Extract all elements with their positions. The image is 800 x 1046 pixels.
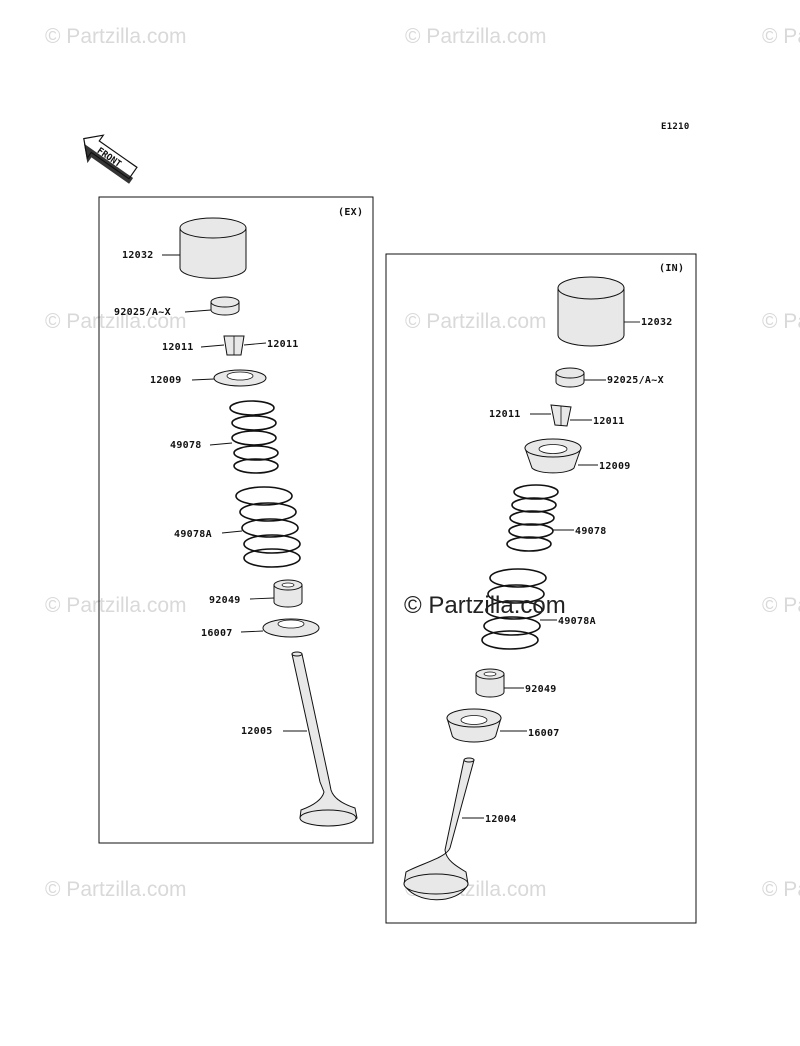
ex-label-tappet: 12032 xyxy=(122,250,154,261)
ex-inner-spring xyxy=(229,400,279,474)
watermark: © Partzilla.com xyxy=(45,878,187,901)
ex-label-inner-spring: 49078 xyxy=(170,440,202,451)
ex-shim xyxy=(210,296,240,316)
watermark: © Partzilla.com xyxy=(762,310,800,333)
ex-valve xyxy=(291,651,358,827)
center-watermark: © Partzilla.com xyxy=(404,592,566,619)
watermark: © Partzilla.com xyxy=(45,25,187,48)
ex-stem-seal xyxy=(273,579,303,608)
in-shim xyxy=(555,367,585,388)
ex-label-stem-seal: 92049 xyxy=(209,595,241,606)
in-outer-spring xyxy=(481,568,547,650)
ex-panel-frame xyxy=(98,196,374,844)
ex-label-shim: 92025/A~X xyxy=(114,307,171,318)
ex-panel: (EX) 12032 92025/A~X 12011 12011 12 xyxy=(98,196,374,844)
in-stem-seal xyxy=(475,668,505,698)
ex-retainer xyxy=(213,369,267,387)
ex-keepers xyxy=(223,335,245,356)
watermark: © Partzilla.com xyxy=(405,310,547,333)
ex-label-outer-spring: 49078A xyxy=(174,529,212,540)
ex-spring-seat xyxy=(262,618,320,638)
watermark: © Partzilla.com xyxy=(762,878,800,901)
in-panel-title: (IN) xyxy=(659,263,684,274)
ex-label-spring-seat: 16007 xyxy=(201,628,233,639)
in-label-shim: 92025/A~X xyxy=(607,375,664,386)
in-label-inner-spring: 49078 xyxy=(575,526,607,537)
ex-outer-spring xyxy=(235,486,301,568)
diagram-code: E1210 xyxy=(661,122,690,132)
ex-label-valve: 12005 xyxy=(241,726,273,737)
in-label-retainer: 12009 xyxy=(599,461,631,472)
ex-label-keeper-left: 12011 xyxy=(162,342,194,353)
in-inner-spring xyxy=(506,484,559,552)
ex-panel-title: (EX) xyxy=(338,207,363,218)
in-label-valve: 12004 xyxy=(485,814,517,825)
in-label-outer-spring: 49078A xyxy=(558,616,596,627)
in-spring-seat xyxy=(446,708,502,743)
watermark: © Partzilla.com xyxy=(762,25,800,48)
in-label-spring-seat: 16007 xyxy=(528,728,560,739)
watermark: © Partzilla.com xyxy=(405,25,547,48)
ex-label-retainer: 12009 xyxy=(150,375,182,386)
front-arrow-icon: FRONT xyxy=(83,134,138,184)
watermark: © Partzilla.com xyxy=(45,310,187,333)
in-panel-frame xyxy=(385,253,697,924)
in-tappet xyxy=(557,276,625,347)
in-label-stem-seal: 92049 xyxy=(525,684,557,695)
watermark: © Partzilla.com xyxy=(762,594,800,617)
in-label-keeper-left: 12011 xyxy=(489,409,521,420)
in-valve xyxy=(403,757,475,901)
in-keepers xyxy=(550,404,572,427)
watermark-grid: © Partzilla.com © Partzilla.com © Partzi… xyxy=(45,25,800,901)
watermark: © Partzilla.com xyxy=(45,594,187,617)
in-panel: (IN) 12032 92025/A~X 12011 12011 xyxy=(385,253,697,924)
in-label-keeper-right: 12011 xyxy=(593,416,625,427)
ex-tappet xyxy=(179,217,247,279)
in-retainer xyxy=(524,438,582,474)
ex-label-keeper-right: 12011 xyxy=(267,339,299,350)
in-label-tappet: 12032 xyxy=(641,317,673,328)
